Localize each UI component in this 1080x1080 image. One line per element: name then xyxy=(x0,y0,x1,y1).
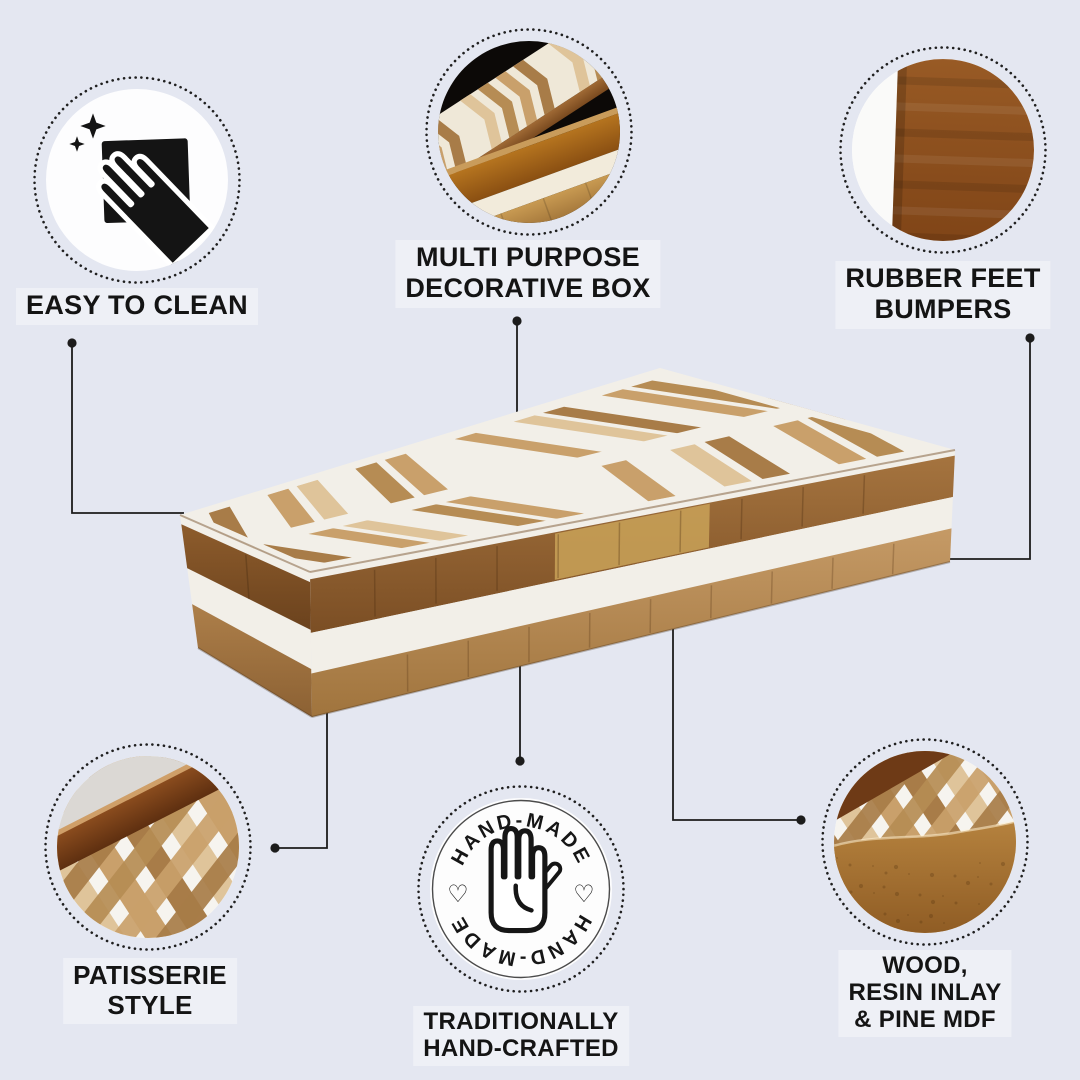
dotted-ring xyxy=(425,28,633,236)
label-line: BUMPERS xyxy=(874,294,1012,324)
dotted-ring xyxy=(33,76,241,284)
box-underside-corner-photo xyxy=(852,59,1034,241)
cleaning-cloth-hand-sparkles-icon xyxy=(69,113,215,270)
label-line: HAND-CRAFTED xyxy=(423,1035,619,1062)
label-line: PATISSERIE xyxy=(73,960,227,990)
inlay-pattern-photo xyxy=(57,756,239,938)
label-multi-purpose: MULTI PURPOSE DECORATIVE BOX xyxy=(395,240,661,308)
sparkle-icon xyxy=(80,113,106,139)
label-easy-to-clean: EASY TO CLEAN xyxy=(16,288,258,325)
open-palm-hand-icon xyxy=(488,826,563,934)
dotted-ring xyxy=(417,785,625,993)
box-end-face xyxy=(180,515,312,717)
feature-multi-purpose xyxy=(425,28,633,236)
label-rubber-feet: RUBBER FEET BUMPERS xyxy=(835,261,1051,329)
connector-multi-purpose xyxy=(512,316,522,412)
feature-easy-to-clean xyxy=(33,76,241,284)
connector-hand-crafted xyxy=(515,664,525,766)
box-underside-photo xyxy=(852,59,1034,241)
heart-icon: ♡ xyxy=(447,880,469,908)
hand-made-badge-icon: HAND-MADE HAND-MADE ♡ ♡ xyxy=(431,799,611,979)
wiping-hand-icon xyxy=(96,151,215,270)
mdf-and-inlay-photo xyxy=(834,751,1016,933)
connector-rubber-feet xyxy=(950,333,1035,560)
label-materials: WOOD, RESIN INLAY & PINE MDF xyxy=(838,950,1012,1037)
box-front-face xyxy=(310,450,955,717)
box-edge-band xyxy=(834,751,1007,842)
label-line: EASY TO CLEAN xyxy=(26,290,248,320)
label-line: DECORATIVE BOX xyxy=(405,273,651,303)
sparkle-icon xyxy=(69,136,85,152)
mdf-board xyxy=(834,821,1016,933)
label-line: WOOD, xyxy=(882,952,968,979)
hand-made-badge: HAND-MADE HAND-MADE ♡ ♡ xyxy=(430,798,612,980)
feature-patisserie-style xyxy=(44,743,252,951)
easy-to-clean-disc xyxy=(46,89,228,271)
inlay-lattice-pattern-photo xyxy=(57,756,239,938)
label-line: TRADITIONALLY xyxy=(423,1008,619,1035)
label-line: STYLE xyxy=(107,990,193,1020)
dotted-ring xyxy=(821,738,1029,946)
open-decorative-box-photo xyxy=(438,41,620,223)
heart-icon: ♡ xyxy=(573,880,595,908)
label-hand-crafted: TRADITIONALLY HAND-CRAFTED xyxy=(413,1006,629,1066)
feature-hand-crafted: HAND-MADE HAND-MADE ♡ ♡ xyxy=(417,785,625,993)
label-line: RUBBER FEET xyxy=(845,263,1041,293)
label-line: & PINE MDF xyxy=(854,1006,996,1033)
dotted-ring xyxy=(44,743,252,951)
connector-materials xyxy=(672,628,806,825)
feature-materials xyxy=(821,738,1029,946)
materials-photo xyxy=(834,751,1016,933)
label-line: MULTI PURPOSE xyxy=(416,242,640,272)
dotted-ring xyxy=(839,46,1047,254)
label-line: RESIN INLAY xyxy=(848,979,1002,1006)
open-box-photo xyxy=(438,41,620,223)
connector-patisserie xyxy=(270,712,328,853)
label-patisserie-style: PATISSERIE STYLE xyxy=(63,958,237,1024)
feature-rubber-feet xyxy=(839,46,1047,254)
connector-easy-to-clean xyxy=(67,338,184,514)
